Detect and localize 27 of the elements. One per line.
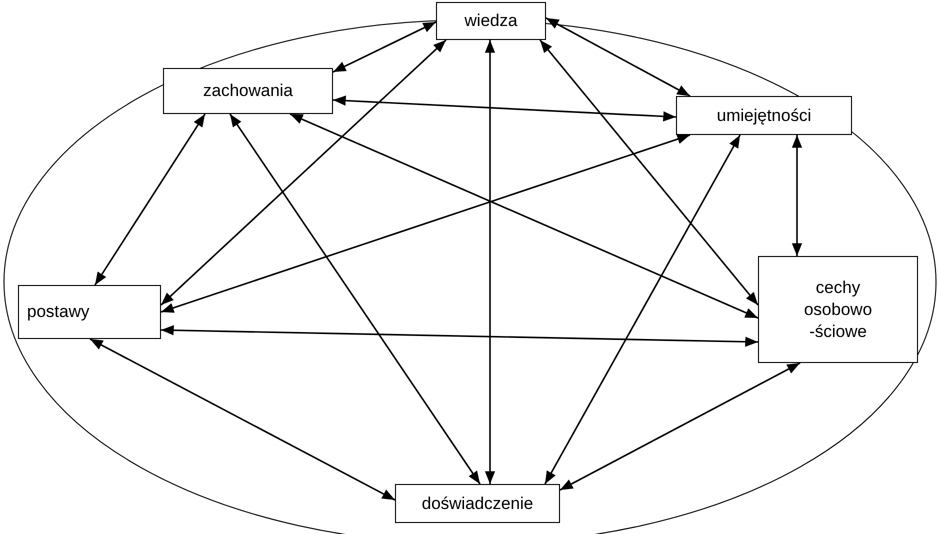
concept-label: doświadczenie [422,492,534,514]
concept-box [395,484,560,523]
double-arrow [229,114,481,484]
concept-box [18,285,161,339]
double-arrow [544,134,741,484]
double-arrow [160,39,447,306]
concept-label: postawy [27,301,90,323]
double-arrow [94,114,206,286]
concept-label: wiedza [464,10,518,32]
concept-label: cechy osobowo -ściowe [802,276,874,342]
double-arrow [332,21,436,73]
double-arrow [290,113,758,319]
concept-label: umiejętności [716,104,812,126]
double-arrow [546,17,690,97]
double-arrow [484,40,496,484]
double-arrow [560,362,800,491]
double-arrow [792,135,802,256]
concept-label: zachowania [203,80,293,102]
concept-box [436,2,546,40]
concept-box [676,96,852,135]
double-arrow [539,40,759,306]
concept-box [163,68,333,114]
double-arrow [160,134,690,313]
double-arrow [160,325,758,347]
double-arrow [332,96,676,122]
double-arrow [90,338,396,501]
concept-box [758,256,918,363]
